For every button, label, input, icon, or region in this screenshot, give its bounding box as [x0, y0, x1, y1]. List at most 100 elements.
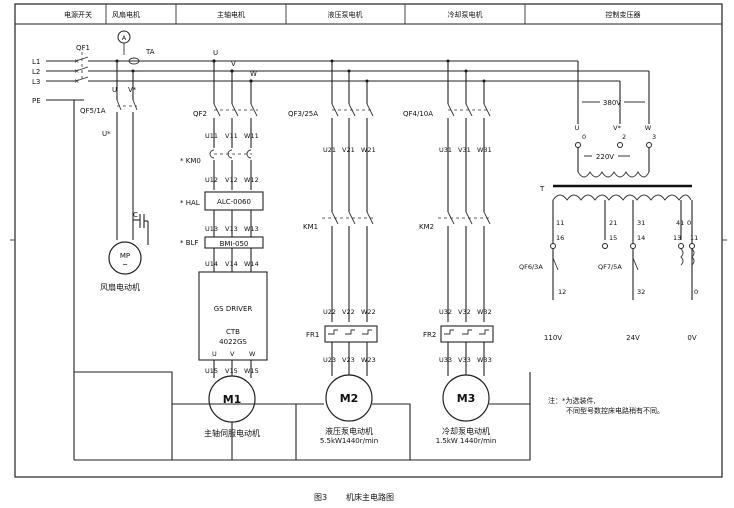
- svg-text:M3: M3: [457, 392, 476, 405]
- header-power-switch: 电源开关: [64, 10, 92, 19]
- svg-text:V*: V*: [613, 124, 621, 132]
- svg-text:3: 3: [652, 133, 656, 141]
- hydraulic-motor-m2: [325, 374, 373, 422]
- svg-text:V32: V32: [458, 308, 471, 316]
- svg-text:U15: U15: [205, 367, 218, 375]
- svg-text:W: W: [645, 124, 652, 132]
- svg-text:12: 12: [558, 288, 566, 296]
- svg-text:11: 11: [690, 234, 698, 242]
- note-line1: 注：*为选装件,: [548, 396, 596, 405]
- ammeter-label: A: [122, 34, 127, 42]
- svg-text:M1: M1: [223, 393, 242, 406]
- control-transformer: 380V U V* W 0 2 3 220V T 11 21 31 41 0 1…: [519, 61, 698, 342]
- svg-text:U: U: [575, 124, 580, 132]
- caption-title: 机床主电路图: [346, 492, 394, 502]
- gs-driver-box: [198, 271, 268, 361]
- svg-text:~: ~: [122, 261, 128, 269]
- fr2-label: FR2: [423, 331, 436, 339]
- svg-text:V21: V21: [342, 146, 355, 154]
- svg-text:0: 0: [687, 219, 691, 227]
- svg-text:4022GS: 4022GS: [219, 338, 247, 346]
- spindle-motor-name: 主轴伺服电动机: [204, 428, 260, 438]
- svg-text:×: ×: [74, 77, 79, 85]
- svg-text:2: 2: [622, 133, 626, 141]
- svg-text:V23: V23: [342, 356, 355, 364]
- svg-text:×: ×: [74, 57, 79, 65]
- svg-text:V22: V22: [342, 308, 355, 316]
- svg-text:U23: U23: [323, 356, 336, 364]
- header-spindle-motor: 主轴电机: [217, 10, 245, 19]
- transformer-label: T: [539, 185, 545, 193]
- svg-text:U32: U32: [439, 308, 452, 316]
- svg-text:W14: W14: [244, 260, 259, 268]
- svg-text:16: 16: [556, 234, 564, 242]
- caption-figure-number: 图3: [314, 493, 327, 502]
- svg-text:U13: U13: [205, 225, 218, 233]
- output-24v: 24V: [626, 334, 640, 342]
- fan-motor: [108, 241, 142, 275]
- svg-text:V*: V*: [128, 86, 137, 94]
- fr1-label: FR1: [306, 331, 319, 339]
- pe-label: PE: [32, 97, 41, 105]
- svg-text:V31: V31: [458, 146, 471, 154]
- qf1-label: QF1: [76, 44, 90, 52]
- svg-text:W33: W33: [477, 356, 492, 364]
- svg-text:32: 32: [637, 288, 645, 296]
- output-0v: 0V: [687, 334, 696, 342]
- svg-text:V33: V33: [458, 356, 471, 364]
- svg-text:V14: V14: [225, 260, 238, 268]
- hydraulic-branch: QF3/25A U21 V21 W21 KM1 U22 V22 W22 FR1 …: [288, 59, 378, 445]
- svg-text:V13: V13: [225, 225, 238, 233]
- svg-text:U: U: [213, 49, 218, 57]
- svg-text:W11: W11: [244, 132, 259, 140]
- coolant-motor-m3: [442, 374, 490, 422]
- svg-text:W23: W23: [361, 356, 376, 364]
- svg-text:M2: M2: [340, 392, 359, 405]
- svg-text:13: 13: [673, 234, 681, 242]
- svg-text:0: 0: [582, 133, 586, 141]
- km0-label: * KM0: [180, 157, 201, 165]
- svg-text:41: 41: [676, 219, 684, 227]
- svg-text:V12: V12: [225, 176, 238, 184]
- line-l3-label: L3: [32, 78, 40, 86]
- svg-text:220V: 220V: [596, 153, 614, 161]
- svg-text:31: 31: [637, 219, 645, 227]
- svg-text:C: C: [133, 211, 138, 219]
- km1-label: KM1: [303, 223, 318, 231]
- svg-text:W: W: [250, 70, 257, 78]
- fan-motor-name: 风扇电动机: [100, 282, 140, 292]
- fan-motor-branch: U V* QF5/1A U* C MP ~ 风扇电动机: [80, 59, 149, 292]
- svg-text:U31: U31: [439, 146, 452, 154]
- svg-text:W22: W22: [361, 308, 376, 316]
- svg-text:V11: V11: [225, 132, 238, 140]
- svg-text:14: 14: [637, 234, 645, 242]
- svg-text:U11: U11: [205, 132, 218, 140]
- header-coolant-motor: 冷却泵电机: [448, 10, 483, 19]
- qf6-label: QF6/3A: [519, 263, 543, 271]
- qf4-label: QF4/10A: [403, 110, 433, 118]
- svg-text:U: U: [112, 86, 117, 94]
- svg-text:15: 15: [609, 234, 617, 242]
- svg-text:U12: U12: [205, 176, 218, 184]
- coolant-motor-name: 冷却泵电动机: [442, 426, 490, 436]
- line-l1-label: L1: [32, 58, 40, 66]
- note-line2: 不同型号数控床电路稍有不同。: [566, 406, 664, 415]
- svg-text:W12: W12: [244, 176, 259, 184]
- svg-text:V: V: [230, 350, 235, 358]
- hal-box: [204, 191, 264, 211]
- svg-text:0: 0: [694, 288, 698, 296]
- km2-label: KM2: [419, 223, 434, 231]
- svg-text:U*: U*: [102, 130, 111, 138]
- line-l2-label: L2: [32, 68, 40, 76]
- coolant-motor-spec: 1.5kW 1440r/min: [436, 437, 497, 445]
- output-110v: 110V: [544, 334, 562, 342]
- header-control-transformer: 控制变压器: [606, 10, 641, 19]
- svg-text:W13: W13: [244, 225, 259, 233]
- svg-text:BMI-050: BMI-050: [220, 240, 249, 248]
- ta-label: TA: [145, 48, 155, 56]
- spindle-branch: QF2 U11 V11 W11 * KM0 U12 V12 W12 * HAL …: [180, 61, 268, 460]
- svg-text:U22: U22: [323, 308, 336, 316]
- svg-text:V: V: [231, 60, 236, 68]
- fan-motor-label: MP: [120, 252, 130, 260]
- qf3-label: QF3/25A: [288, 110, 318, 118]
